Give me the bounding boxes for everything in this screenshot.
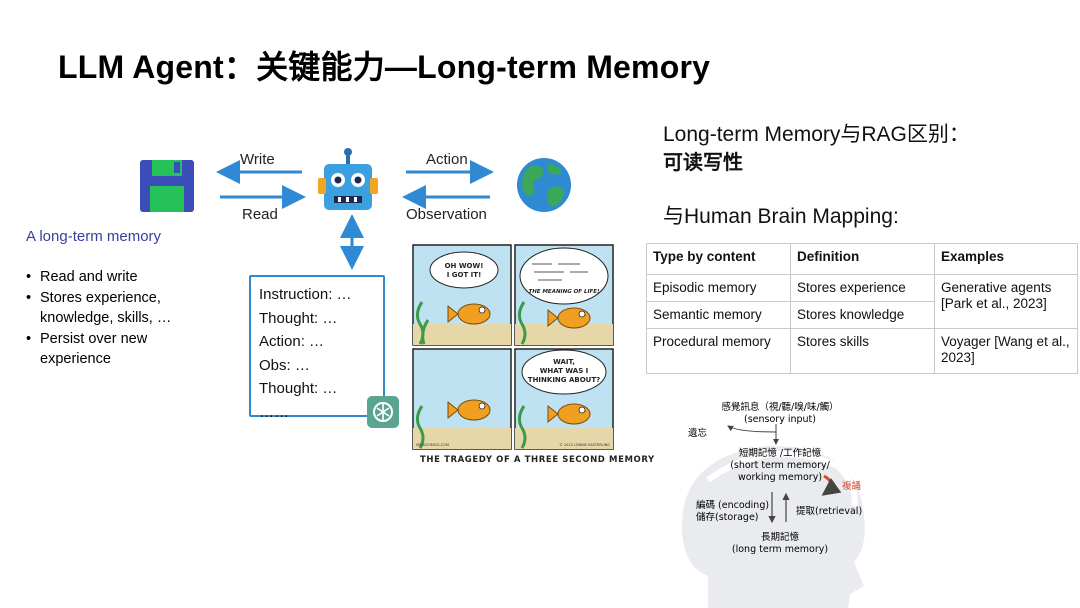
earth-globe-icon [517,158,571,212]
floppy-disk-icon [140,160,194,212]
chatgpt-logo-icon [367,396,399,428]
agent-loop-diagram [140,148,571,270]
encoding-label: 編碼 (encoding) [696,499,769,511]
head-silhouette [682,445,865,608]
long-term-memory-caption: A long-term memory [26,228,162,245]
ltm-bullet-list: Read and write Stores experience, knowle… [26,267,216,370]
read-write-heading: 可读写性 [663,152,743,174]
robot-agent-icon [318,148,378,210]
observation-label: Observation [406,206,487,223]
comic-caption: THE TRAGEDY OF A THREE SECOND MEMORY [420,455,655,465]
table-cell: Semantic memory [646,301,791,329]
memory-type-table: Type by content Definition Examples Epis… [646,243,1078,374]
rehearsal-arrow-icon [821,474,842,496]
page-title: LLM Agent：关键能力—Long-term Memory [58,49,711,85]
table-cell: Stores experience [790,274,935,302]
comic-text: WHAT WAS I [540,367,589,375]
comic-text: I GOT IT! [447,271,482,279]
list-item: Read and write [26,267,216,288]
comic-panel [412,348,512,450]
table-header: Type by content [646,243,791,275]
prompt-trace-box: Instruction: … Thought: … Action: … Obs:… [249,275,385,421]
prompt-line: Obs: … [259,356,310,374]
table-row: Semantic memory Stores knowledge [646,301,1078,329]
comic-credit: SPUDCOMICS.COM [416,443,449,447]
write-label: Write [240,151,275,168]
read-label: Read [242,206,278,223]
sensory-label: 感覺訊息（視/聽/嗅/味/觸） [721,401,838,413]
stm-label: 短期記憶 /工作記憶 [739,447,822,459]
three-second-memory-comic: OH WOW! I GOT IT! THE MEANING OF LIFE! W… [412,244,614,450]
retrieval-label: 提取(retrieval) [796,505,862,517]
table-header: Definition [790,243,935,275]
table-cell: Procedural memory [646,328,791,374]
brain-mapping-heading: 与Human Brain Mapping: [663,205,899,228]
table-cell: Generative agents [Park et al., 2023] [934,274,1078,329]
prompt-line: Action: … [259,333,325,350]
table-cell: Voyager [Wang et al., 2023] [934,328,1078,374]
goldfish-icon [547,307,591,329]
ltm-brain-label: 長期記憶 [761,531,800,543]
list-item: Stores experience, knowledge, skills, … [26,288,216,329]
rehearsal-label: 複誦 [842,480,861,492]
forget-label: 遺忘 [688,427,708,439]
table-header: Examples [934,243,1078,275]
comic-text: WAIT, [553,358,575,366]
action-label: Action [426,151,468,168]
sensory-label-en: (sensory input) [744,414,816,425]
list-item: Persist over new experience [26,329,216,370]
storage-label: 儲存(storage) [696,511,759,523]
comic-text: THINKING ABOUT? [528,376,600,384]
table-cell: Stores knowledge [790,301,935,329]
rag-difference-heading: Long-term Memory与RAG区别： [663,123,970,146]
prompt-line: Thought: … [259,309,338,327]
table-row: Episodic memory Stores experience Genera… [646,274,1078,329]
table-row: Procedural memory Stores skills Voyager … [646,328,1078,374]
comic-text: THE MEANING OF LIFE! [528,289,600,295]
goldfish-icon [447,399,491,421]
human-brain-memory-diagram: 感覺訊息（視/聽/嗅/味/觸） (sensory input) 遺忘 短期記憶 … [682,401,865,608]
comic-credit: © 2013 LONNIE EASTERLING [559,443,610,447]
prompt-line: …… [259,403,289,421]
goldfish-icon [547,403,591,425]
table-header-row: Type by content Definition Examples [646,243,1078,275]
stm-label-en: working memory) [738,472,822,483]
comic-text: OH WOW! [445,262,484,270]
goldfish-icon [447,303,491,325]
table-cell: Stores skills [790,328,935,374]
ltm-brain-label-en: (long term memory) [732,544,828,555]
prompt-line: Instruction: … [259,286,352,303]
prompt-line: Thought: … [259,380,338,397]
table-cell: Episodic memory [646,274,791,302]
stm-label-en: (short term memory/ [730,460,830,471]
